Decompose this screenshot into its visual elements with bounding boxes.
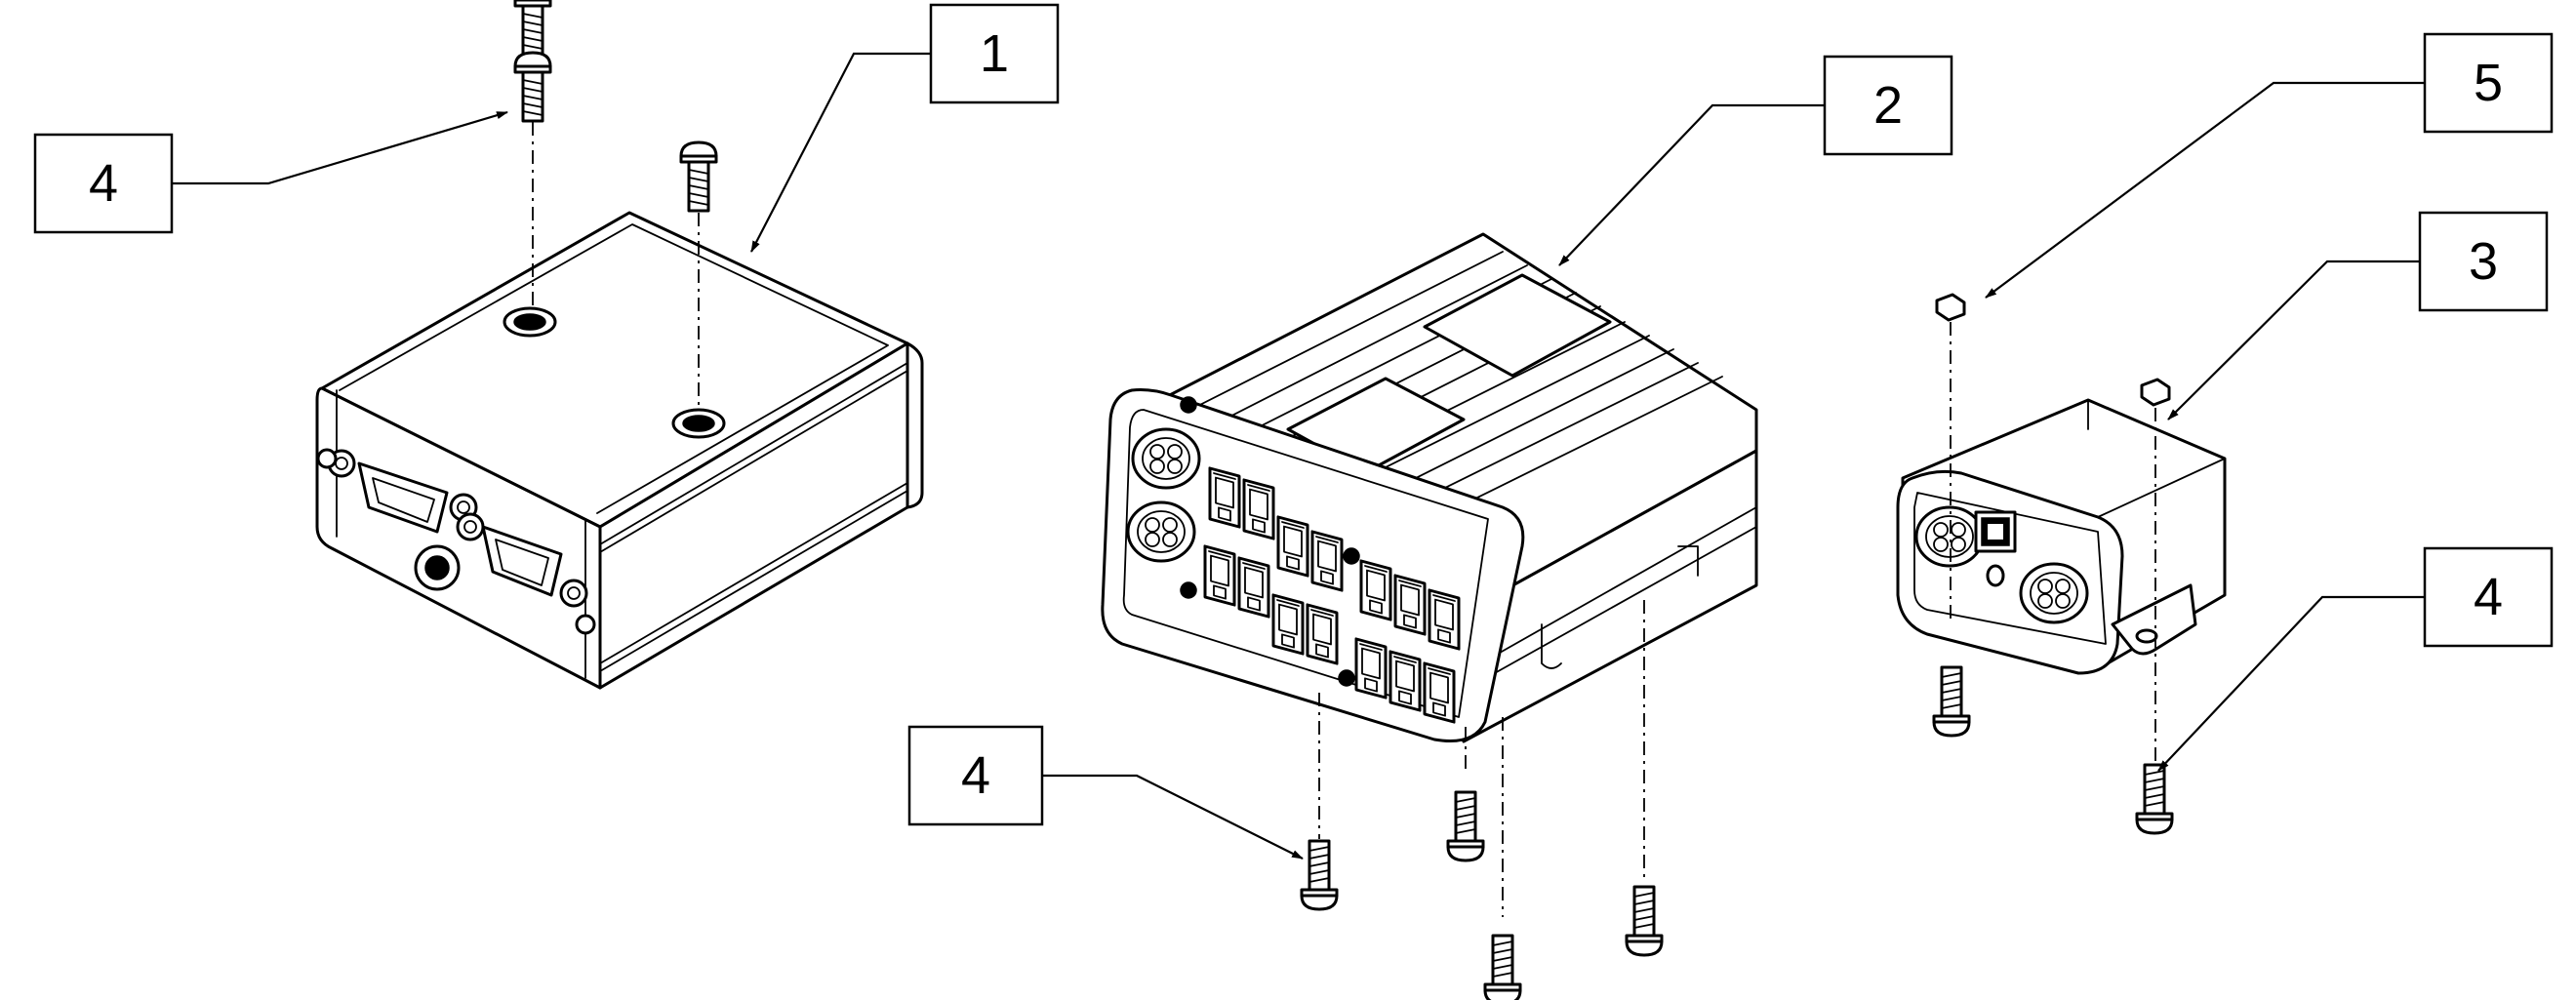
callout-1-label: 1 — [980, 24, 1009, 83]
part-3-connector-housing — [1896, 293, 2227, 835]
part-1-enclosure — [315, 0, 924, 690]
callout-5: 5 — [2423, 32, 2554, 134]
callout-2: 2 — [1823, 55, 1953, 156]
callout-1: 1 — [929, 3, 1060, 104]
callout-3: 3 — [2418, 211, 2549, 312]
callout-4-right-label: 4 — [2474, 568, 2503, 626]
part-2-controller-module — [1101, 232, 1758, 1000]
callout-2-label: 2 — [1873, 76, 1903, 135]
callout-4-top-left-label: 4 — [89, 154, 118, 213]
callout-4-right: 4 — [2423, 546, 2554, 648]
callout-4-bottom-center-label: 4 — [961, 746, 990, 805]
callout-5-label: 5 — [2474, 54, 2503, 112]
callout-4-bottom-center: 4 — [907, 725, 1044, 826]
callout-4-top-left: 4 — [33, 133, 174, 234]
callout-3-label: 3 — [2469, 232, 2498, 291]
leader-lines — [172, 52, 2425, 860]
